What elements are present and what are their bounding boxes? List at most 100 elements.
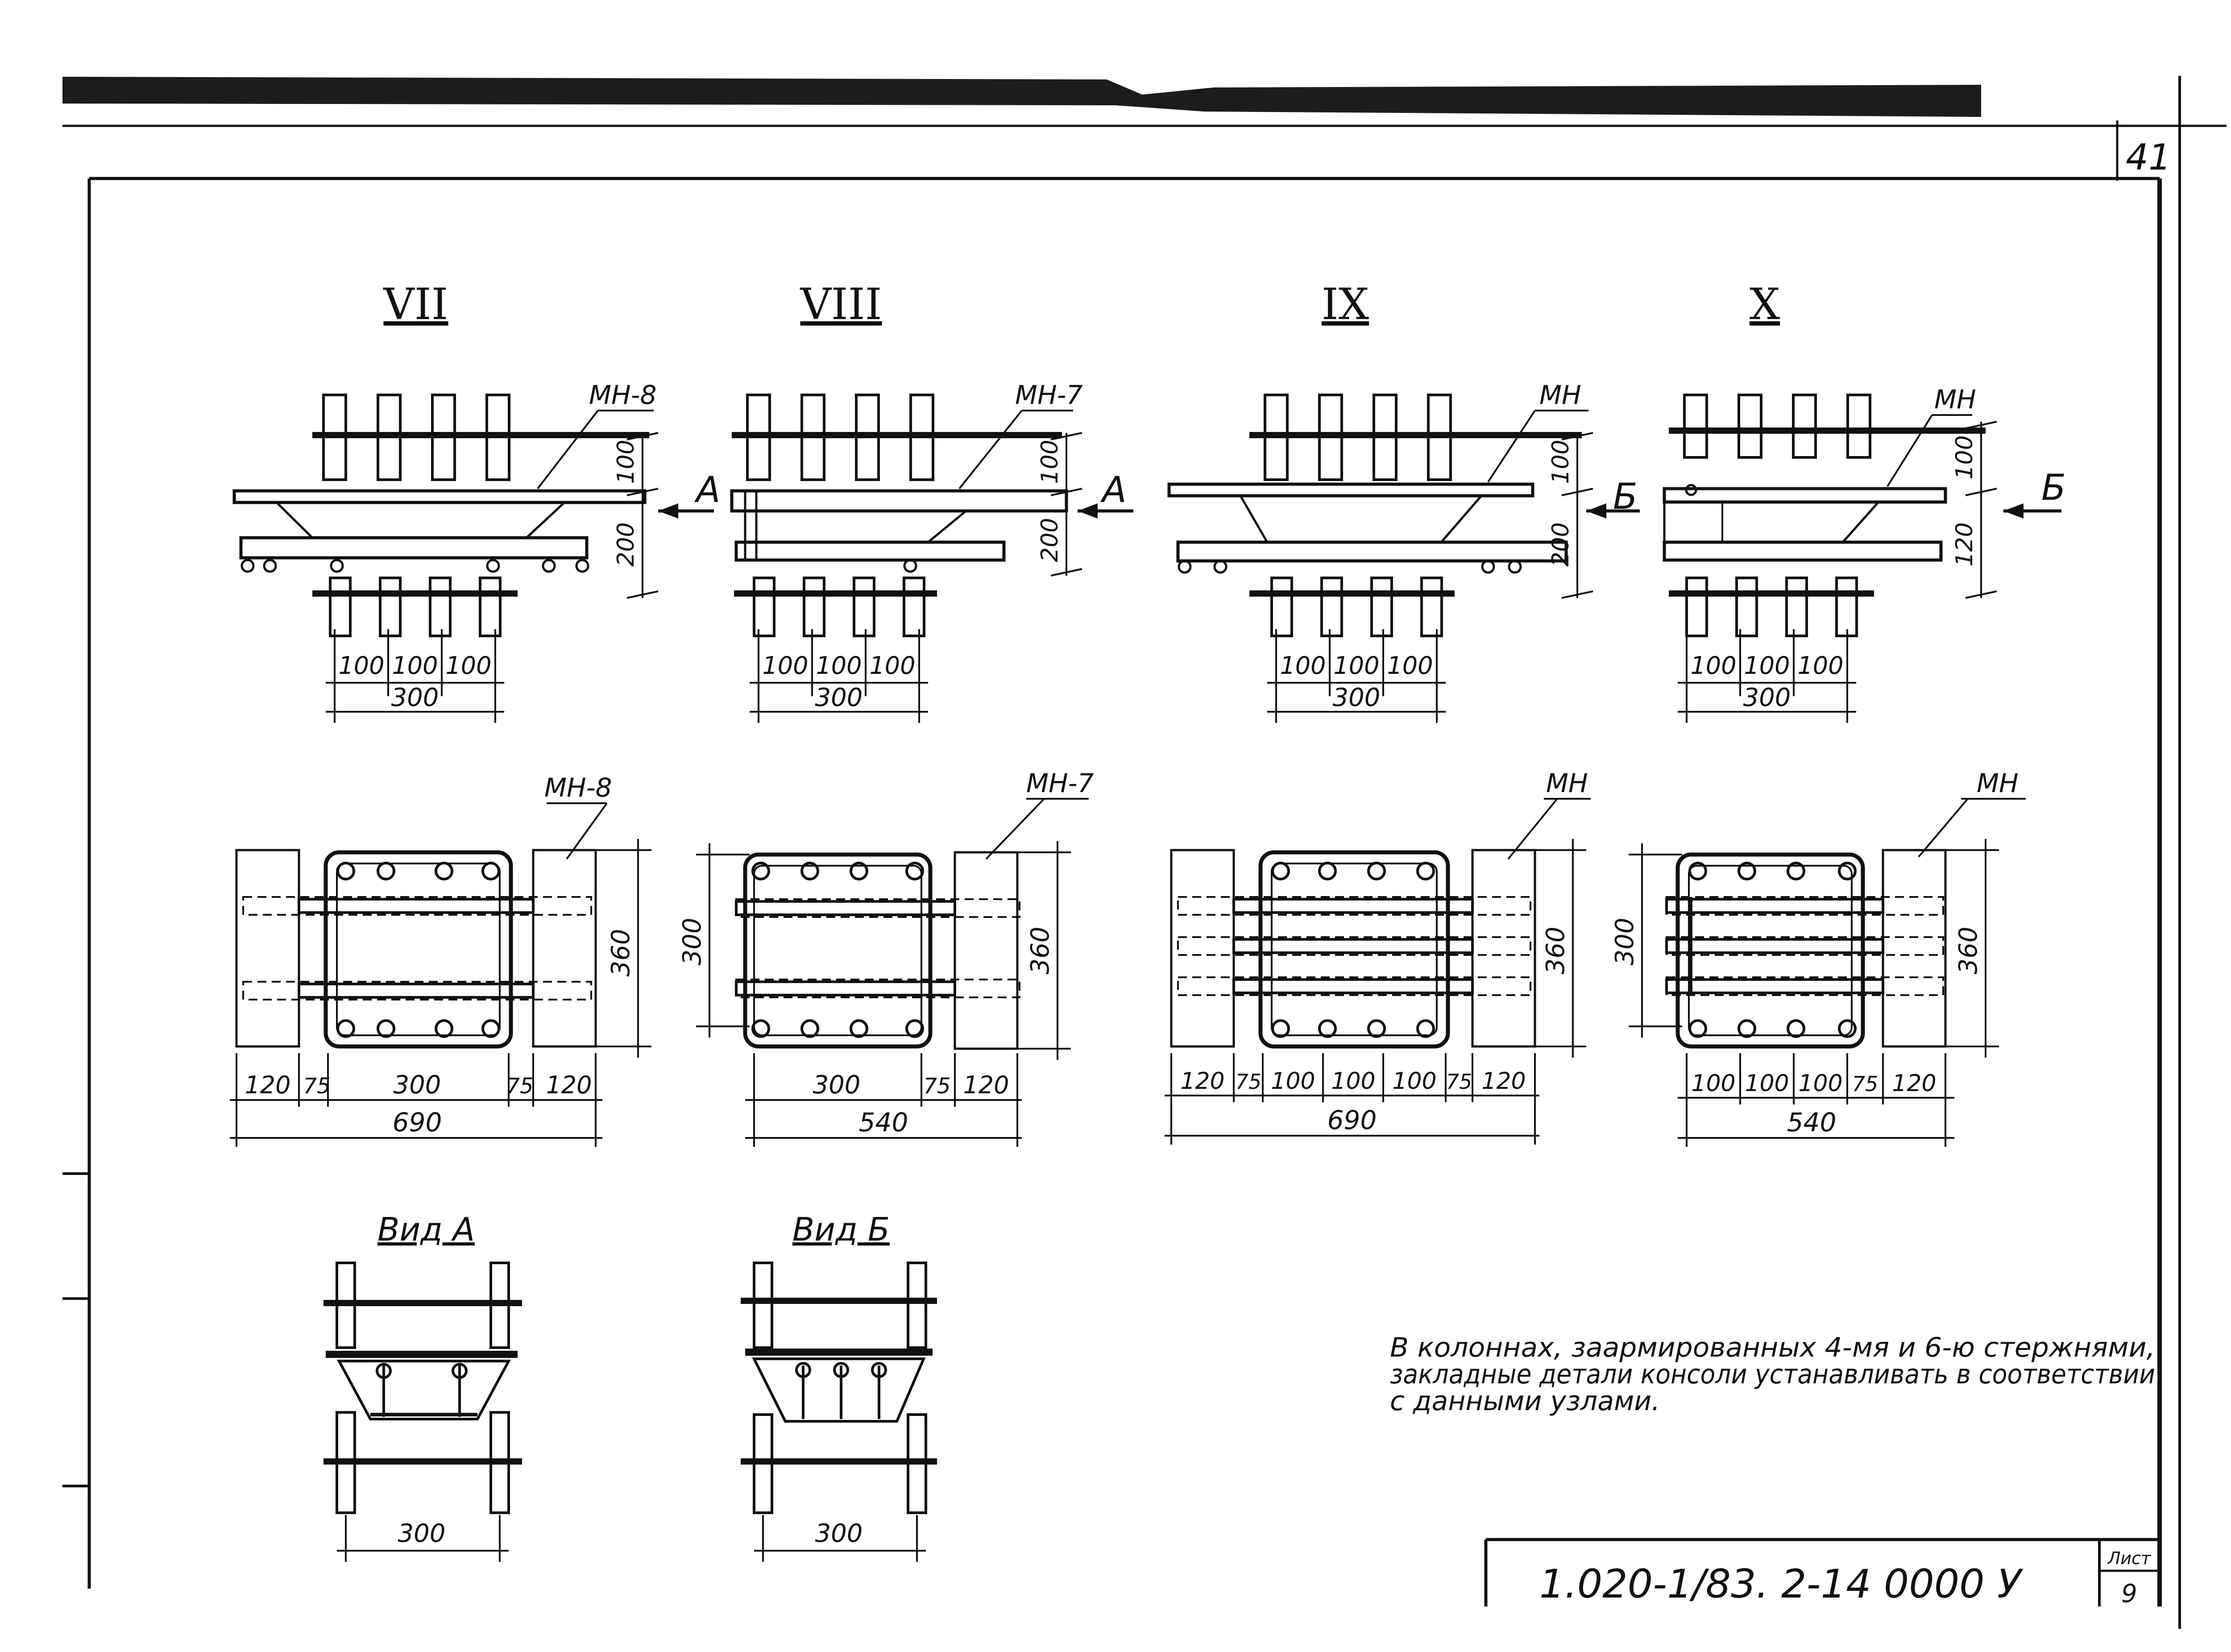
inner-height-label: 300 <box>678 918 707 966</box>
spacing-label: 100 <box>1744 652 1790 680</box>
embedded-part-mark: МН <box>1539 380 1581 410</box>
plan-1: МН-8 360 120 75 300 75 120 690 <box>230 772 651 1147</box>
height-dimensions: 100 200 <box>1037 432 1082 577</box>
column-rebar-top <box>312 394 649 481</box>
dim-label: 100 <box>1691 1070 1735 1097</box>
spacing-label: 100 <box>1690 652 1736 680</box>
dim-label: 300 <box>398 1519 446 1548</box>
spacing-label: 100 <box>1333 652 1379 680</box>
section-numeral: VIII <box>800 279 882 329</box>
dim-label: 75 <box>923 1074 950 1099</box>
embedded-part-mark: МН-7 <box>1015 380 1083 410</box>
plan-2: МН-7 300 360 300 75 120 540 <box>678 768 1094 1147</box>
column-rebar-bottom <box>312 577 518 637</box>
plan-dimensions: 100 100 100 75 120 540 <box>1678 1053 1954 1147</box>
view-arrow: А <box>658 469 721 519</box>
plan-dimensions: 300 75 120 540 <box>745 1053 1022 1147</box>
dim-label: 100 <box>1798 1070 1842 1097</box>
sheet-stamp-label: Лист <box>2107 1548 2152 1568</box>
section-numeral: VII <box>383 279 448 329</box>
console-plate <box>1167 482 1568 574</box>
plan-dimensions: 120 75 100 100 100 75 120 690 <box>1165 1053 1539 1145</box>
view-dimension: 300 <box>754 1515 926 1562</box>
column-rebar-bottom <box>1249 577 1455 637</box>
embedded-part-mark: МН-7 <box>1026 768 1094 798</box>
spacing-label: 100 <box>392 652 438 680</box>
note-line-1: В колоннах, заармированных 4-мя и 6-ю ст… <box>1390 1332 2155 1363</box>
dim-top-label: 100 <box>1037 440 1063 484</box>
height-dimensions: 100 120 <box>1951 421 1997 599</box>
side-height-label: 360 <box>1954 927 1983 975</box>
section-vii: VII МН-8 <box>232 279 721 723</box>
dim-label: 300 <box>394 1071 441 1100</box>
dim-label: 120 <box>963 1071 1009 1099</box>
column-rebar-bottom <box>1669 577 1874 637</box>
section-viii: VIII МН-7 <box>730 279 1133 723</box>
embedded-part-mark: МН <box>1977 768 2019 798</box>
note-line-3: с данными узлами. <box>1390 1386 1660 1417</box>
view-arrow: Б <box>1586 476 1640 519</box>
section-numeral: X <box>1750 279 1780 329</box>
dim-label: 300 <box>815 1519 863 1548</box>
view-arrow: А <box>1078 469 1133 519</box>
console-plate <box>730 489 1068 573</box>
plan-dimensions: 120 75 300 75 120 690 <box>230 1053 602 1147</box>
dim-top-label: 100 <box>1951 435 1978 479</box>
spacing-label: 100 <box>445 652 491 680</box>
view-b: Вид Б 300 <box>741 1211 937 1562</box>
dim-label: 100 <box>1745 1070 1789 1097</box>
view-title: Вид Б <box>792 1211 890 1248</box>
dim-label: 75 <box>1236 1070 1262 1094</box>
dim-mid-label: 200 <box>613 522 639 566</box>
console-plate <box>232 489 647 573</box>
dim-mid-label: 120 <box>1951 522 1978 566</box>
total-label: 690 <box>1327 1105 1377 1135</box>
dim-label: 120 <box>546 1071 592 1099</box>
sheet-frame: 41 <box>62 76 2227 1629</box>
spacing-label: 100 <box>1797 652 1843 680</box>
column-rebar-top <box>1249 394 1582 481</box>
total-label: 300 <box>1333 683 1381 712</box>
section-ix: IX МН <box>1167 279 1640 723</box>
dim-label: 300 <box>813 1071 861 1100</box>
dim-label: 75 <box>303 1074 330 1099</box>
spacing-dimensions: 100 100 100 300 <box>1267 629 1446 723</box>
dim-label: 75 <box>1852 1072 1879 1096</box>
column-rebar-top <box>1669 394 1986 459</box>
title-block: 1.020-1/83. 2-14 0000 У Лист 9 <box>1484 1538 2160 1608</box>
total-label: 300 <box>815 683 863 712</box>
dim-label: 75 <box>506 1074 533 1099</box>
total-label: 690 <box>393 1107 442 1137</box>
view-arrow-label: А <box>694 469 721 511</box>
dim-mid-label: 200 <box>1547 522 1574 566</box>
total-label: 300 <box>1743 683 1791 712</box>
total-label: 300 <box>391 683 439 712</box>
view-dimension: 300 <box>337 1515 509 1562</box>
total-label: 540 <box>859 1107 908 1137</box>
plan-4: МН 300 360 100 100 100 75 120 540 <box>1610 768 2026 1147</box>
side-height-label: 360 <box>1541 927 1570 975</box>
spacing-dimensions: 100 100 100 300 <box>1678 629 1856 723</box>
section-x: X МН <box>1663 279 2066 723</box>
dim-label: 100 <box>1331 1068 1375 1095</box>
inner-height-label: 300 <box>1610 918 1639 966</box>
view-arrow-label: Б <box>2041 467 2066 508</box>
height-dimensions: 100 200 <box>1547 432 1593 599</box>
dim-label: 120 <box>1180 1068 1224 1095</box>
embedded-part-mark: МН <box>1546 768 1588 798</box>
spacing-label: 100 <box>1280 652 1326 680</box>
dim-label: 120 <box>1892 1070 1936 1097</box>
spacing-label: 100 <box>1387 652 1433 680</box>
view-title: Вид А <box>377 1211 475 1248</box>
document-code: 1.020-1/83. 2-14 0000 У <box>1539 1561 2024 1607</box>
view-a: Вид А 300 <box>323 1211 522 1562</box>
dim-label: 100 <box>1392 1068 1436 1095</box>
dim-top-label: 100 <box>613 440 639 484</box>
dim-label: 120 <box>245 1071 290 1099</box>
sheet-stamp-value: 9 <box>2121 1579 2137 1608</box>
side-height-label: 360 <box>606 929 635 977</box>
dim-label: 100 <box>1271 1068 1315 1095</box>
spacing-dimensions: 100 100 100 300 <box>750 629 928 723</box>
page-number: 41 <box>2126 137 2171 178</box>
